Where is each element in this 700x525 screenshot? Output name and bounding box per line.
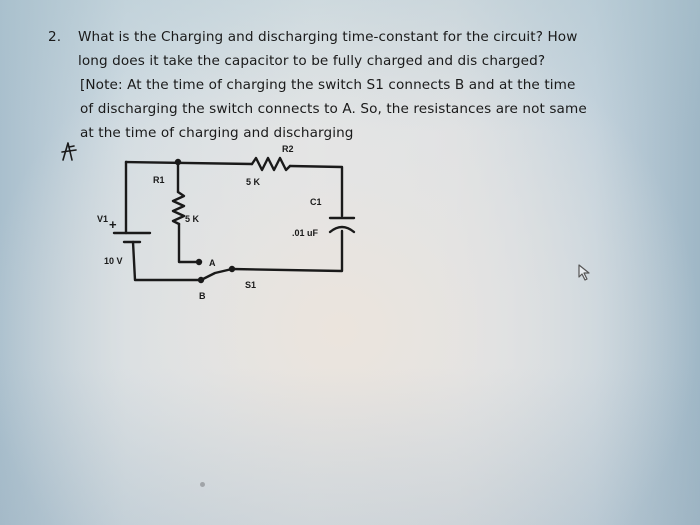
terminal-b-label: B — [199, 291, 206, 301]
wire-battery-bottom — [131, 240, 202, 282]
mouse-cursor-icon — [578, 264, 590, 281]
resistor-r1-symbol — [171, 190, 186, 226]
r1-value: 5 K — [185, 214, 200, 224]
screen-dust-spot — [200, 482, 205, 487]
handwritten-mark — [61, 142, 77, 161]
question-line-1: What is the Charging and discharging tim… — [78, 29, 578, 45]
wire-r1-bottom — [177, 222, 199, 264]
wire-top-right — [288, 164, 344, 218]
wire-top-left — [124, 160, 254, 166]
question-line-5: at the time of charging and discharging — [80, 125, 354, 141]
switch-blade — [199, 267, 234, 282]
question-text: What is the Charging and discharging tim… — [78, 25, 587, 145]
question-line-4: of discharging the switch connects to A.… — [80, 101, 587, 117]
v1-value: 10 V — [104, 256, 123, 266]
question-line-2: long does it take the capacitor to be fu… — [78, 53, 546, 69]
v1-label: V1 — [97, 214, 108, 224]
r2-label: R2 — [282, 144, 294, 154]
resistor-r2-symbol — [250, 156, 292, 172]
terminal-a-label: A — [209, 258, 216, 268]
c1-value: .01 uF — [292, 228, 319, 238]
v1-polarity: + — [109, 217, 117, 232]
r1-label: R1 — [153, 175, 165, 185]
question-number: 2. — [48, 29, 62, 45]
wire-bottom-right — [230, 229, 344, 273]
c1-label: C1 — [310, 197, 322, 207]
capacitor-curved-plate — [328, 225, 356, 234]
question-line-3: [Note: At the time of charging the switc… — [80, 77, 576, 93]
s1-label: S1 — [245, 280, 256, 290]
switch-terminal-a — [195, 258, 203, 266]
r2-value: 5 K — [246, 177, 261, 187]
